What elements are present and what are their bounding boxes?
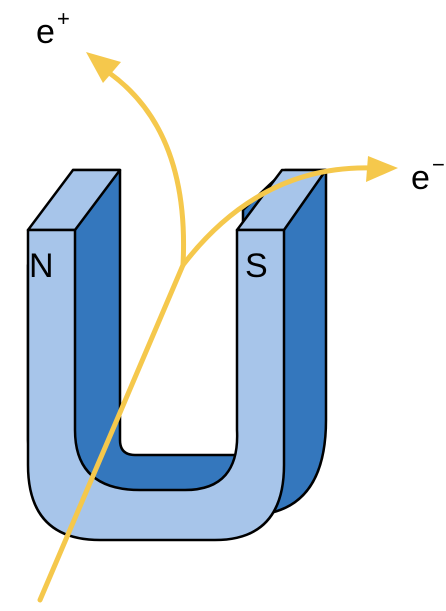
- particle-track-icon: [37, 69, 375, 603]
- horseshoe-magnet-icon: [26, 168, 328, 542]
- south-pole-label: S: [245, 247, 268, 285]
- north-pole-label: N: [29, 247, 54, 285]
- electron-track: [180, 165, 375, 268]
- positron-symbol: e: [36, 13, 55, 51]
- electron-arrowhead: [366, 156, 398, 182]
- electron-label: e −: [411, 152, 445, 197]
- positron-arrowhead: [86, 52, 121, 83]
- positron-track: [105, 69, 187, 268]
- electron-symbol: e: [411, 159, 430, 197]
- magnet-front-face: [26, 228, 286, 542]
- incoming-track: [37, 262, 186, 603]
- positron-label: e +: [36, 6, 70, 51]
- electron-charge: −: [432, 152, 445, 177]
- positron-charge: +: [57, 6, 70, 31]
